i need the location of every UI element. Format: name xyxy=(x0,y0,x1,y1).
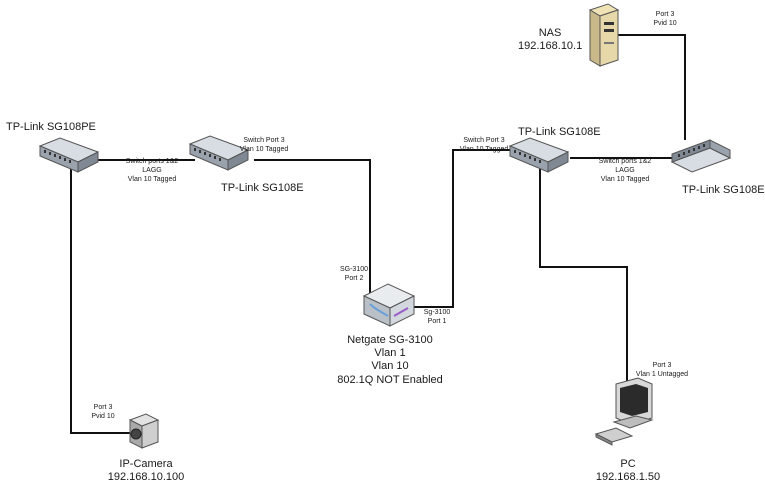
nas-port-note: Port 3 Pvid 10 xyxy=(648,11,682,29)
pc-name: PC xyxy=(620,458,636,470)
camera-name: IP-Camera xyxy=(119,458,173,470)
pc-port-note: Port 3 Vlan 1 Untagged xyxy=(632,362,692,380)
nas-port-line1: Port 3 xyxy=(655,11,675,18)
pc-port-line2: Vlan 1 Untagged xyxy=(635,370,689,378)
router-port2-line2: Port 2 xyxy=(344,274,364,282)
link-right-pc xyxy=(539,168,628,385)
right-lagg-note: Switch ports 1&2 LAGG Vlan 10 Tagged xyxy=(585,158,665,184)
router-port1-line1: Sg-3100 xyxy=(423,309,451,316)
camera-icon xyxy=(126,412,162,457)
left-lagg-line3: Vlan 10 Tagged xyxy=(127,175,177,183)
switch-right-top-icon xyxy=(508,137,570,179)
link-mid-router xyxy=(254,159,371,295)
switch-mid-label: TP-Link SG108E xyxy=(221,182,304,194)
nas-ip: 192.168.10.1 xyxy=(518,40,583,53)
router-8021q: 802.1Q NOT Enabled xyxy=(337,373,443,386)
router-port1-note: Sg-3100 Port 1 xyxy=(417,309,457,327)
mid-port-note: Switch Port 3 Vlan 10 Tagged xyxy=(232,137,296,155)
pc-port-line1: Port 3 xyxy=(652,362,672,369)
camera-port-line1: Port 3 xyxy=(93,404,113,411)
router-label: Netgate SG-3100 Vlan 1 Vlan 10 802.1Q NO… xyxy=(328,334,452,387)
mid-port-line1: Switch Port 3 xyxy=(243,137,285,144)
camera-ip: 192.168.10.100 xyxy=(107,471,185,484)
left-lagg-line2: LAGG xyxy=(142,166,162,174)
left-lagg-note: Switch ports 1&2 LAGG Vlan 10 Tagged xyxy=(112,158,192,184)
router-port2-note: SG-3100 Port 2 xyxy=(334,266,374,284)
switch-left-icon xyxy=(38,137,100,179)
router-vlan1: Vlan 1 xyxy=(374,347,406,360)
nas-port-line2: Pvid 10 xyxy=(653,19,677,27)
switch-mid-icon xyxy=(188,135,250,177)
right-port-line2: Vlan 10 Tagged xyxy=(459,145,509,153)
camera-port-note: Port 3 Pvid 10 xyxy=(87,404,119,422)
right-lagg-line3: Vlan 10 Tagged xyxy=(600,175,650,183)
left-lagg-line1: Switch ports 1&2 xyxy=(125,158,179,165)
router-vlan10: Vlan 10 xyxy=(371,360,409,373)
switch-left-label: TP-Link SG108PE xyxy=(6,121,96,133)
right-lagg-line2: LAGG xyxy=(615,166,635,174)
nas-label: NAS 192.168.10.1 xyxy=(518,27,582,53)
pc-label: PC 192.168.1.50 xyxy=(590,458,666,484)
router-port1-line2: Port 1 xyxy=(427,317,447,325)
pc-ip: 192.168.1.50 xyxy=(595,471,661,484)
pc-icon xyxy=(594,377,658,451)
mid-port-line2: Vlan 10 Tagged xyxy=(239,145,289,153)
router-port2-line1: SG-3100 xyxy=(339,266,369,273)
right-port-note: Switch Port 3 Vlan 10 Tagged xyxy=(452,137,516,155)
camera-port-line2: Pvid 10 xyxy=(91,412,115,420)
link-router-right xyxy=(412,149,515,308)
camera-label: IP-Camera 192.168.10.100 xyxy=(101,458,191,484)
link-camera-left-switch xyxy=(70,168,132,434)
router-icon xyxy=(362,282,416,335)
switch-right-icon xyxy=(670,138,732,179)
switch-right-top-label: TP-Link SG108E xyxy=(518,126,601,138)
link-right-nas xyxy=(612,34,686,140)
server-icon xyxy=(586,2,620,73)
right-port-line1: Switch Port 3 xyxy=(463,137,505,144)
switch-right-label: TP-Link SG108E xyxy=(682,184,765,196)
router-name: Netgate SG-3100 xyxy=(347,334,433,346)
nas-name: NAS xyxy=(538,27,562,39)
right-lagg-line1: Switch ports 1&2 xyxy=(598,158,652,165)
